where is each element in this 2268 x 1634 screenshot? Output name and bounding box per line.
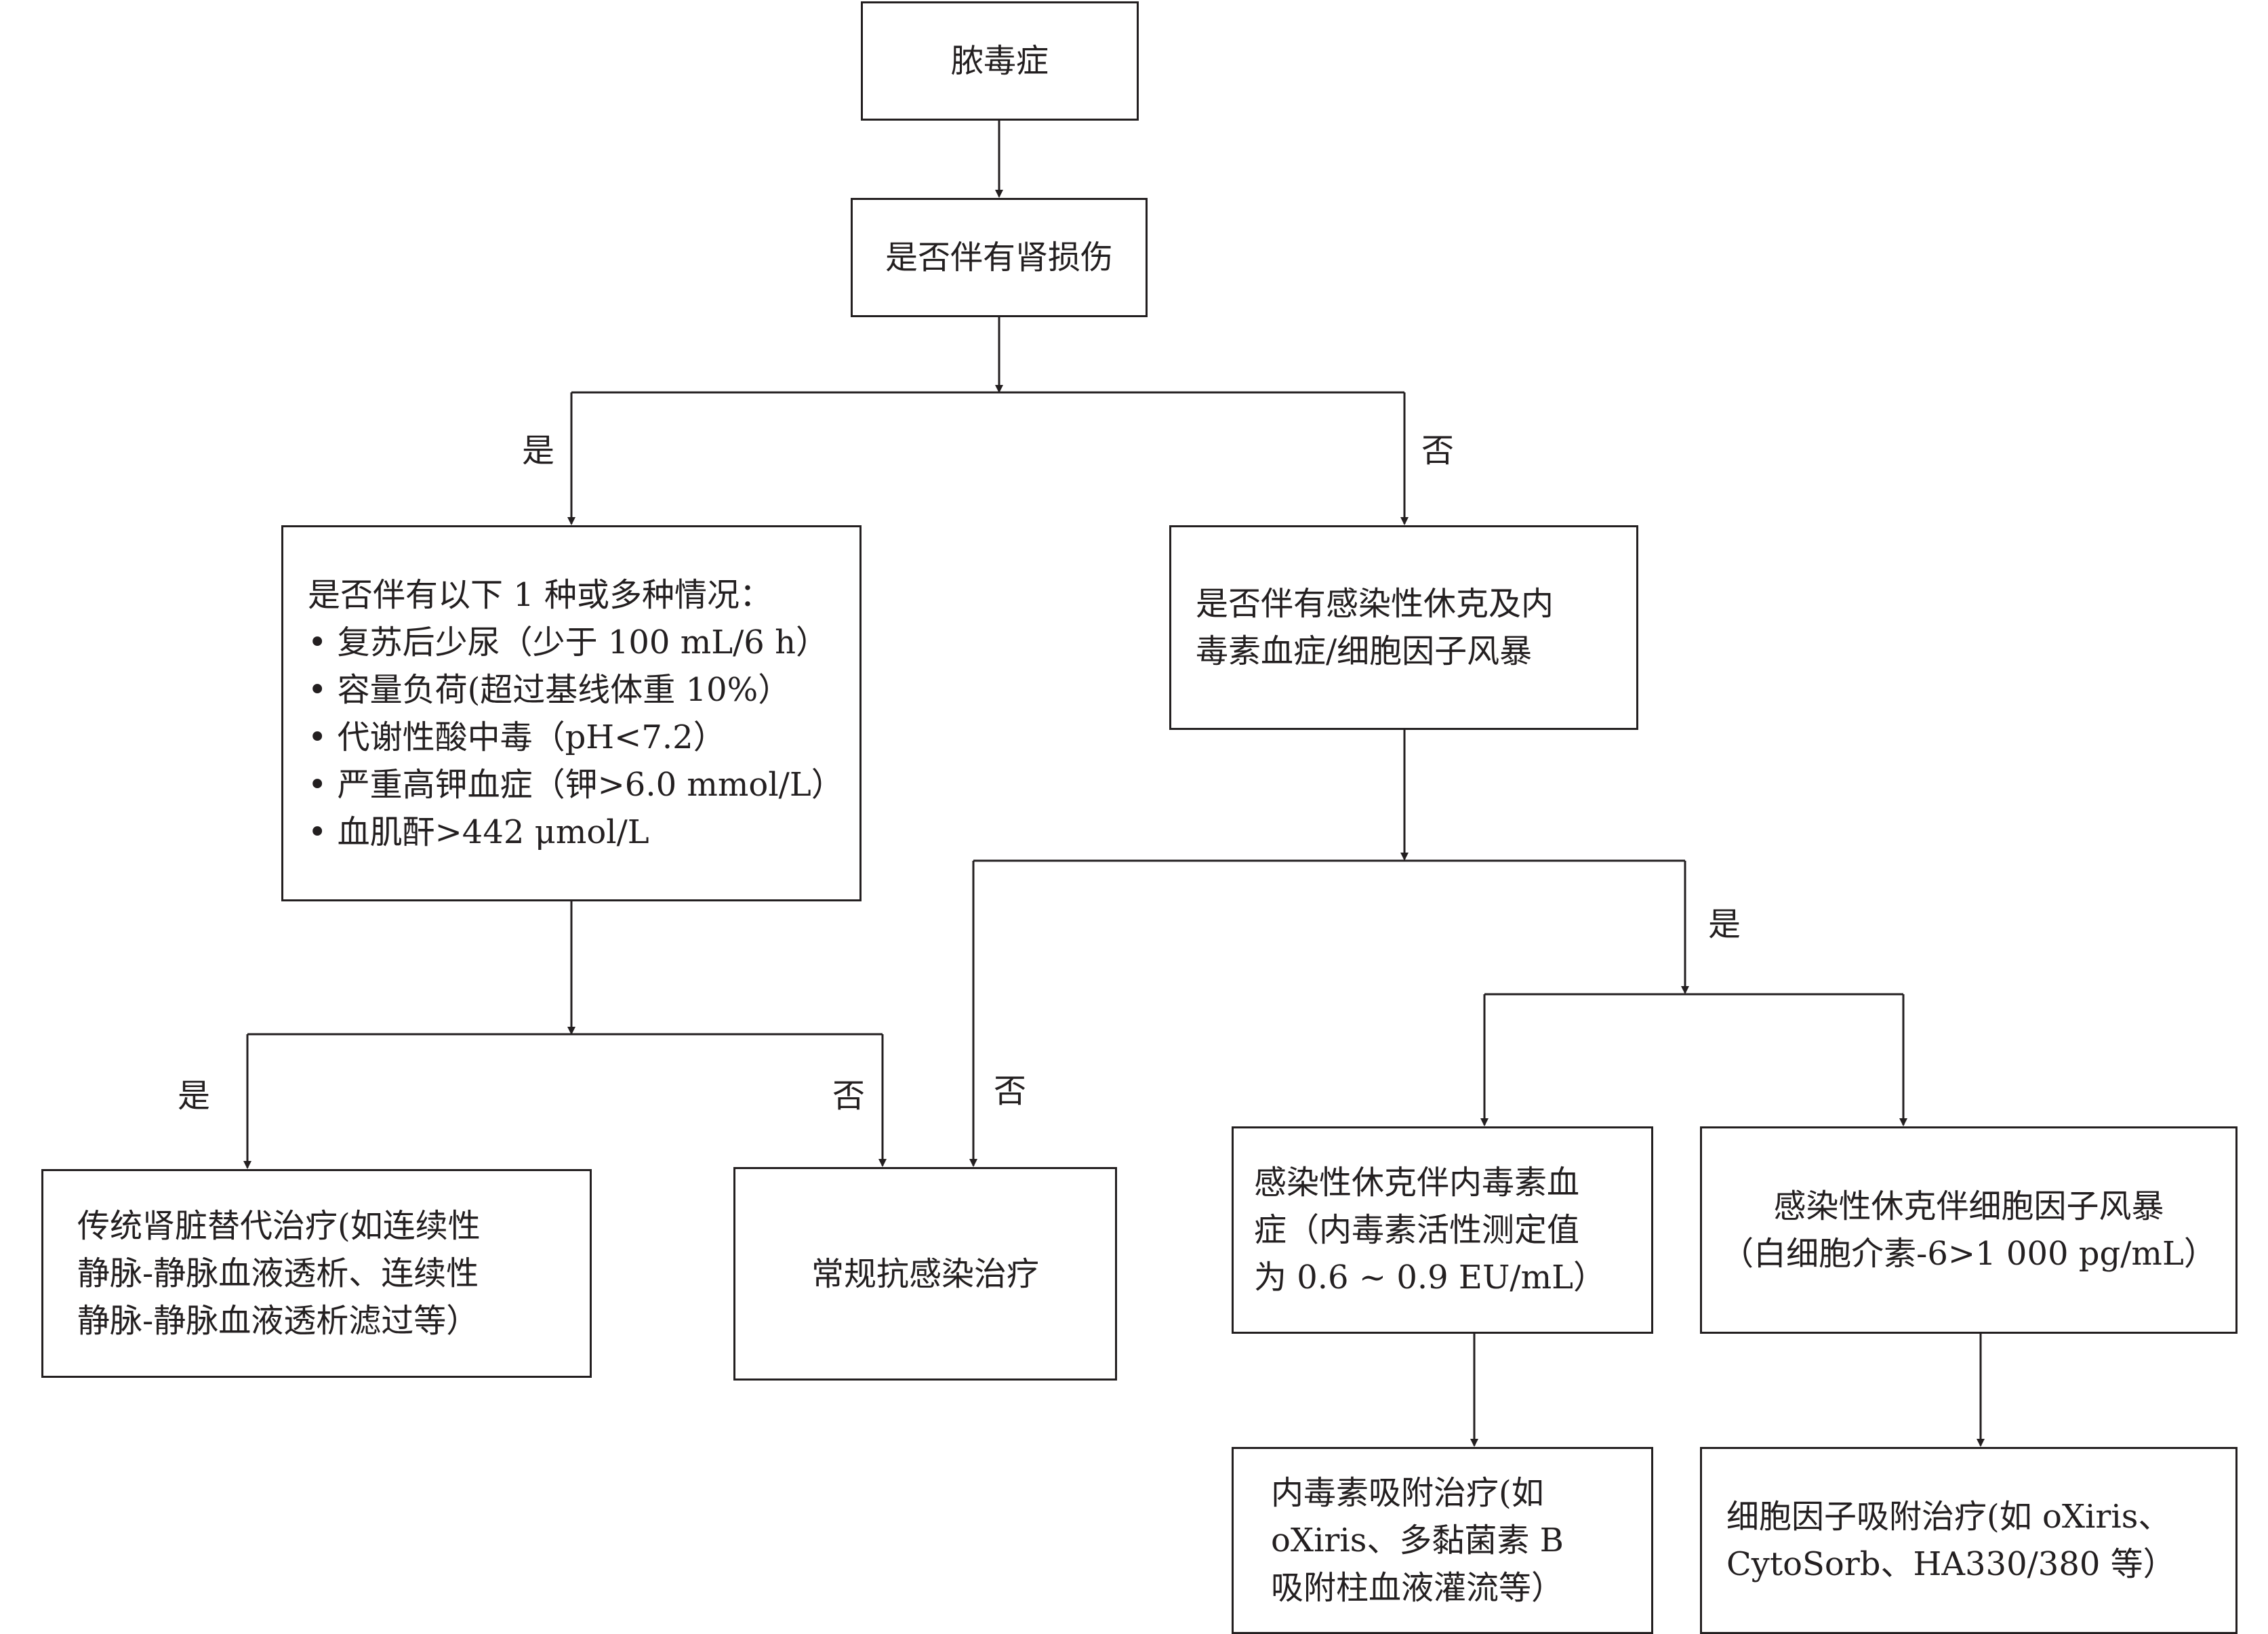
node-endotoxin-adsorption-line-2: oXiris、多黏菌素 B — [1271, 1521, 1564, 1559]
node-cytokine-storm-line-1: 感染性休克伴细胞因子风暴 — [1773, 1187, 2164, 1225]
node-cytokine-adsorption-line-2: CytoSorb、HA330/380 等） — [1726, 1545, 2176, 1583]
edge-label-kidney-no: 否 — [1421, 432, 1455, 470]
node-cytokine-adsorption-line-1: 细胞因子吸附治疗(如 oXiris、 — [1726, 1498, 2171, 1536]
node-endotoxin-adsorption: 内毒素吸附治疗(如 oXiris、多黏菌素 B 吸附柱血液灌流等） — [1232, 1447, 1653, 1634]
node-endotoxemia: 感染性休克伴内毒素血 症（内毒素活性测定值 为 0.6 ~ 0.9 EU/mL） — [1232, 1126, 1653, 1334]
node-crrt-line-1: 传统肾脏替代治疗(如连续性 — [77, 1207, 481, 1245]
node-endotoxin-adsorption-line-1: 内毒素吸附治疗(如 — [1271, 1474, 1544, 1512]
edge-label-kidney-yes: 是 — [522, 432, 555, 470]
edge-label-conditions-no: 否 — [832, 1077, 866, 1115]
node-crrt-line-3: 静脉-静脉血液透析滤过等） — [77, 1302, 479, 1340]
node-cytokine-storm-line-2: （白细胞介素-6>1 000 pg/mL） — [1721, 1235, 2216, 1273]
node-cytokine-adsorption: 细胞因子吸附治疗(如 oXiris、 CytoSorb、HA330/380 等） — [1700, 1447, 2237, 1634]
node-shock-question-line-2: 毒素血症/细胞因子风暴 — [1196, 632, 1533, 670]
node-endotoxemia-line-3: 为 0.6 ~ 0.9 EU/mL） — [1254, 1259, 1606, 1296]
node-shock-question: 是否伴有感染性休克及内 毒素血症/细胞因子风暴 — [1169, 525, 1638, 730]
node-shock-question-line-1: 是否伴有感染性休克及内 — [1196, 585, 1554, 623]
node-crrt-line-2: 静脉-静脉血液透析、连续性 — [77, 1254, 479, 1292]
node-crrt: 传统肾脏替代治疗(如连续性 静脉-静脉血液透析、连续性 静脉-静脉血液透析滤过等… — [41, 1169, 592, 1378]
node-conditions: 是否伴有以下 1 种或多种情况： 复苏后少尿（少于 100 mL/6 h） 容量… — [281, 525, 862, 901]
node-endotoxemia-line-2: 症（内毒素活性测定值 — [1254, 1211, 1580, 1249]
node-kidney-injury: 是否伴有肾损伤 — [851, 198, 1148, 317]
node-conditions-heading: 是否伴有以下 1 种或多种情况： — [308, 575, 773, 614]
node-sepsis-line: 脓毒症 — [950, 42, 1049, 80]
node-endotoxemia-line-1: 感染性休克伴内毒素血 — [1254, 1164, 1580, 1202]
condition-item-volume-overload: 容量负荷(超过基线体重 10%） — [308, 666, 844, 714]
node-conditions-list: 复苏后少尿（少于 100 mL/6 h） 容量负荷(超过基线体重 10%） 代谢… — [308, 619, 844, 856]
condition-item-acidosis: 代谢性酸中毒（pH<7.2） — [308, 714, 844, 761]
condition-item-creatinine: 血肌酐>442 μmol/L — [308, 809, 844, 856]
condition-item-hyperkalemia: 严重高钾血症（钾>6.0 mmol/L） — [308, 761, 844, 809]
condition-item-oliguria: 复苏后少尿（少于 100 mL/6 h） — [308, 619, 844, 666]
node-cytokine-storm: 感染性休克伴细胞因子风暴 （白细胞介素-6>1 000 pg/mL） — [1700, 1126, 2237, 1334]
node-routine-treatment-line: 常规抗感染治疗 — [811, 1254, 1039, 1293]
node-endotoxin-adsorption-line-3: 吸附柱血液灌流等） — [1271, 1569, 1564, 1607]
node-sepsis: 脓毒症 — [861, 1, 1139, 121]
node-routine-treatment: 常规抗感染治疗 — [733, 1167, 1117, 1381]
node-kidney-injury-line: 是否伴有肾损伤 — [885, 239, 1113, 277]
edge-label-shock-no: 否 — [994, 1072, 1027, 1110]
edge-label-shock-yes: 是 — [1708, 905, 1741, 943]
edge-label-conditions-yes: 是 — [178, 1077, 211, 1115]
